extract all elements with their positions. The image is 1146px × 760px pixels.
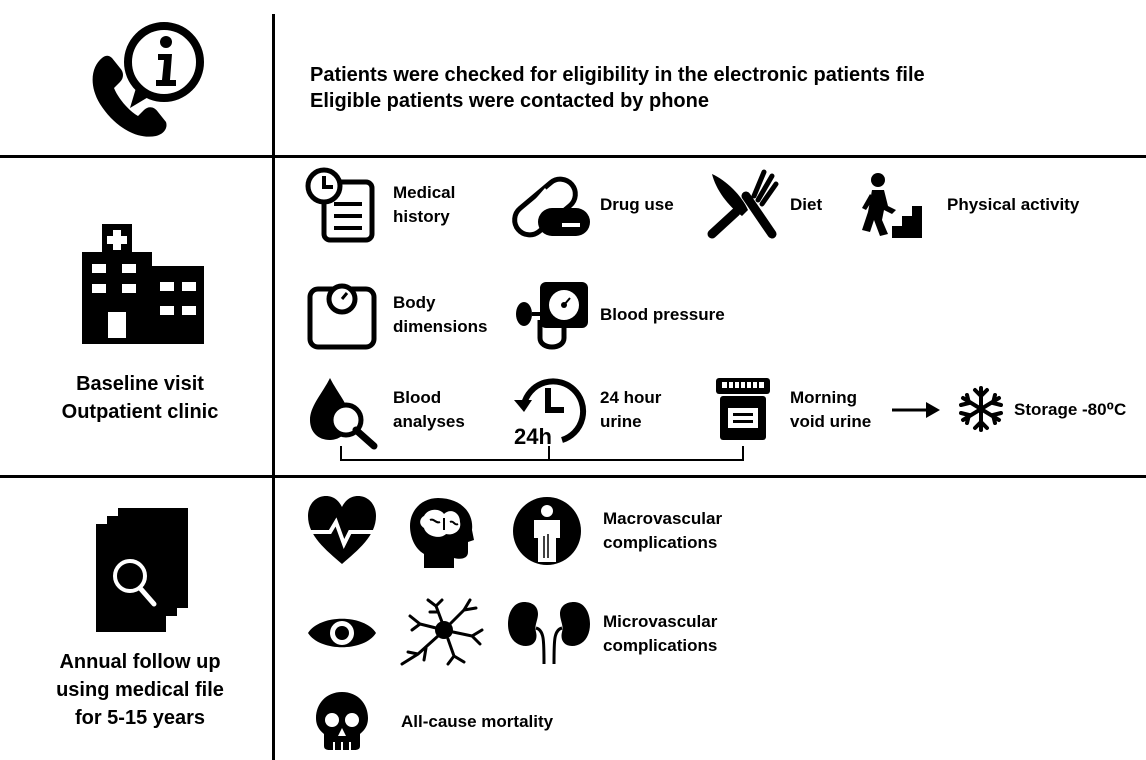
- phone-info-icon: [92, 22, 204, 137]
- mortality-label: All-cause mortality: [401, 712, 554, 731]
- baseline-label: Baseline visit Outpatient clinic: [61, 373, 219, 423]
- scale-icon: [307, 283, 377, 350]
- macrovascular-label: Macrovascular complications: [603, 509, 723, 552]
- urine-24h-label: 24 hour urine: [600, 388, 662, 431]
- blood-analyses-label: Blood analyses: [393, 388, 465, 431]
- kidneys-icon: [508, 602, 590, 665]
- blood-pressure-label: Blood pressure: [600, 305, 725, 324]
- hospital-icon: [82, 224, 204, 344]
- person-circle-icon: [513, 497, 581, 565]
- skull-icon: [316, 692, 368, 750]
- horizontal-divider-1: [0, 155, 1146, 158]
- neuron-icon: [400, 598, 484, 666]
- vertical-divider: [272, 14, 275, 760]
- brain-head-icon: [410, 498, 474, 568]
- documents-search-icon: [96, 508, 188, 632]
- eligibility-line: Patients were checked for eligibility in…: [310, 64, 925, 86]
- arrow-right-icon: [892, 402, 940, 418]
- clock-24h-icon: 24h: [514, 378, 587, 449]
- drug-use-label: Drug use: [600, 195, 674, 214]
- snowflake-icon: [959, 386, 1003, 432]
- horizontal-divider-2: [0, 475, 1146, 478]
- body-dimensions-label: Body dimensions: [393, 293, 488, 336]
- morning-urine-label: Morning void urine: [790, 388, 872, 431]
- eye-icon: [308, 618, 376, 648]
- urine-container-icon: [716, 378, 770, 440]
- medical-history-label: Medical history: [393, 183, 456, 226]
- medical-history-icon: [305, 167, 375, 243]
- section1-text: Patients were checked for eligibility in…: [310, 62, 925, 114]
- blood-pressure-icon: [516, 282, 588, 350]
- pill-icon: [512, 176, 590, 238]
- heart-pulse-icon: [308, 496, 376, 564]
- diet-label: Diet: [790, 195, 823, 214]
- sample-bracket: [340, 446, 744, 461]
- stairs-climber-icon: [862, 173, 922, 238]
- physical-activity-label: Physical activity: [947, 195, 1080, 214]
- storage-label: Storage -80⁰C: [1014, 400, 1127, 419]
- contact-line: Eligible patients were contacted by phon…: [310, 90, 709, 112]
- fork-knife-icon: [707, 169, 779, 239]
- blood-drop-magnifier-icon: [310, 378, 378, 450]
- microvascular-label: Microvascular complications: [603, 612, 718, 655]
- clock-24h-badge: 24h: [514, 424, 552, 449]
- followup-label: Annual follow up using medical file for …: [56, 651, 224, 729]
